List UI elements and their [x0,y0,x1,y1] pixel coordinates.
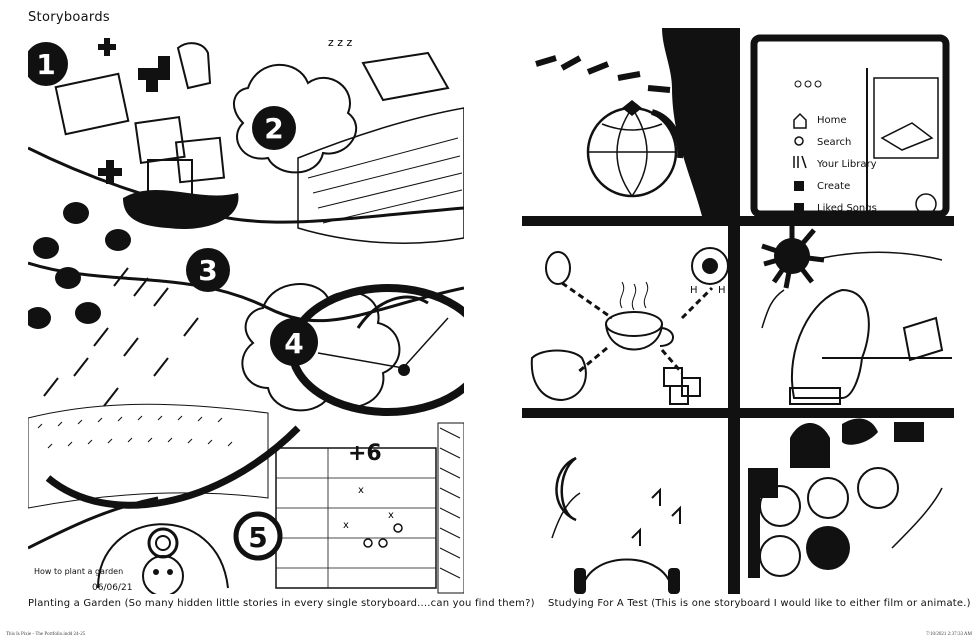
menu-item-liked-songs: Liked Songs [817,203,877,214]
svg-text:1: 1 [36,48,55,81]
caption-planting-garden: Planting a Garden (So many hidden little… [28,598,535,609]
svg-text:H: H [690,285,698,296]
menu-item-create: Create [817,181,851,192]
svg-text:H: H [718,285,726,296]
svg-text:4: 4 [284,327,303,360]
svg-text:z z z: z z z [328,36,353,49]
print-footer-left: This Is Pixie - The Portfolio.indd 24-25 [6,632,86,637]
app-menu: Home Search Your Library Create Liked So… [817,110,877,220]
svg-text:x: x [388,510,394,521]
menu-item-home: Home [817,115,847,126]
signature-text: How to plant a garden [34,567,123,576]
storyboard-drawing-right: H H [522,28,954,594]
svg-text:x: x [358,485,364,496]
storyboard-planting-garden: z z z x x x [28,28,464,594]
storyboard-studying-test: H H Home Searc [522,28,954,594]
svg-text:2: 2 [264,112,283,145]
score-label: +6 [348,441,382,466]
svg-text:x: x [343,520,349,531]
storyboard-drawing-left: z z z x x x [28,28,464,594]
menu-item-search: Search [817,137,852,148]
menu-item-your-library: Your Library [817,159,877,170]
caption-studying-test: Studying For A Test (This is one storybo… [548,598,971,609]
scene-number-2: 2 [252,106,296,150]
page-title: Storyboards [28,10,110,25]
print-footer-right: 7/10/2021 2:37:33 AM [926,632,972,637]
svg-text:3: 3 [198,254,217,287]
drawing-date: 06/06/21 [92,583,132,593]
scene-number-overlay: 1 2 3 4 5 +6 How to plant a garden 06/06… [28,42,382,593]
scene-number-3: 3 [186,248,230,292]
scene-number-5: 5 [233,511,283,561]
svg-text:5: 5 [248,521,267,554]
scene-number-4: 4 [270,318,318,366]
scene-number-1: 1 [28,42,68,86]
